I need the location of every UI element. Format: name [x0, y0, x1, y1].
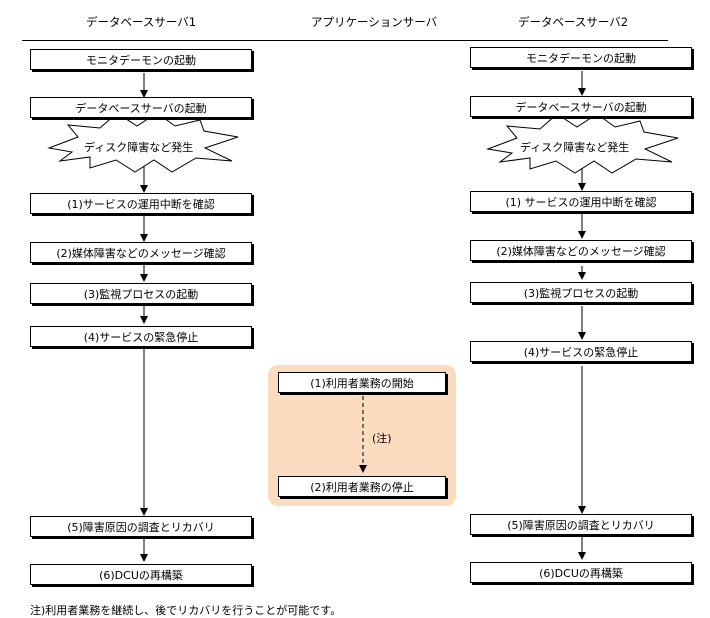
db1-step1: (1)サービスの運用中断を確認 — [30, 193, 252, 214]
db2-monitor-step: モニタデーモンの起動 — [470, 47, 692, 68]
db2-step6: (6)DCUの再構築 — [470, 562, 692, 583]
db2-db-start-step: データベースサーバの起動 — [470, 96, 692, 117]
db1-db-start-step: データベースサーバの起動 — [30, 97, 252, 118]
app-step1: (1)利用者業務の開始 — [278, 372, 446, 393]
db2-incident-label: ディスク障害など発生 — [520, 141, 630, 154]
db1-step6: (6)DCUの再構築 — [30, 564, 252, 585]
column-header-db2: データベースサーバ2 — [518, 15, 629, 29]
db1-incident-label: ディスク障害など発生 — [84, 141, 194, 154]
burst-db1 — [47, 112, 239, 173]
db2-step3: (3)監視プロセスの起動 — [470, 282, 692, 303]
column-header-db1: データベースサーバ1 — [86, 15, 197, 29]
app-step2: (2)利用者業務の停止 — [278, 476, 446, 497]
db2-step1: (1) サービスの運用中断を確認 — [470, 191, 692, 212]
db2-step5: (5)障害原因の調査とリカバリ — [470, 514, 692, 535]
burst-db2 — [486, 113, 679, 174]
app-note-label: (注) — [372, 432, 392, 445]
db1-step2: (2)媒体障害などのメッセージ確認 — [30, 242, 252, 263]
db1-step3: (3)監視プロセスの起動 — [30, 283, 252, 304]
footnote: 注)利用者業務を継続し、後でリカバリを行うことが可能です。 — [30, 604, 342, 617]
column-header-app: アプリケーションサーバ — [311, 15, 438, 29]
db2-step4: (4)サービスの緊急停止 — [470, 341, 692, 362]
db1-step4: (4)サービスの緊急停止 — [30, 326, 252, 347]
db1-monitor-step: モニタデーモンの起動 — [30, 49, 252, 70]
db1-step5: (5)障害原因の調査とリカバリ — [30, 516, 252, 537]
db2-step2: (2)媒体障害などのメッセージ確認 — [470, 240, 692, 261]
header-divider — [22, 40, 668, 41]
